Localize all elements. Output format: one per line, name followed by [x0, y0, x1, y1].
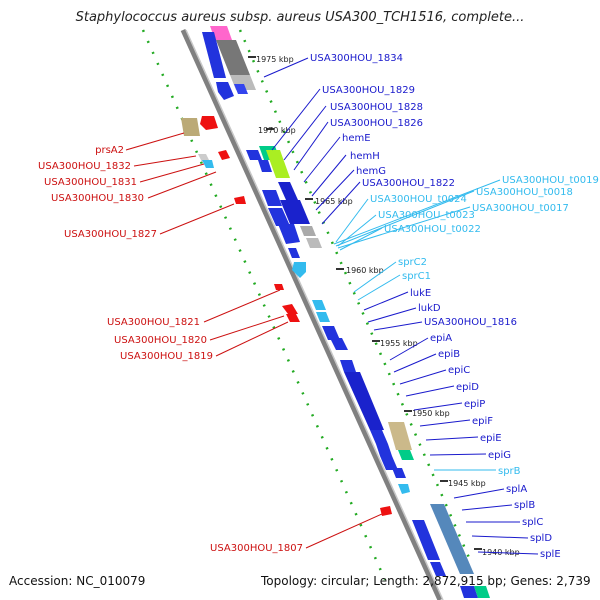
gene-label-usa300hou-1832[interactable]: USA300HOU_1832: [38, 161, 131, 172]
gc-skew-track-left: [141, 29, 387, 581]
label-leaders-right: [263, 57, 539, 555]
gene-label-heme[interactable]: hemE: [342, 133, 371, 144]
gene-label-epie[interactable]: epiE: [480, 433, 502, 444]
map-title: Staphylococcus aureus subsp. aureus USA3…: [75, 10, 525, 25]
gene-label-usa300hou-1830[interactable]: USA300HOU_1830: [51, 193, 144, 204]
gene-label-sprb[interactable]: sprB: [498, 466, 521, 477]
label-leaders-left: [125, 132, 383, 549]
gene-label-epid[interactable]: epiD: [456, 382, 479, 393]
gene-label-epia[interactable]: epiA: [430, 333, 452, 344]
gene-label-usa300hou-1820[interactable]: USA300HOU_1820: [114, 335, 207, 346]
gene-label-usa300hou-1828[interactable]: USA300HOU_1828: [330, 102, 423, 113]
kbp-tick-1960: 1960 kbp: [346, 266, 384, 275]
gene-label-usa300hou-t0023[interactable]: USA300HOU_t0023: [378, 210, 475, 221]
gene-label-prsa2[interactable]: prsA2: [95, 145, 124, 156]
gene-labels-right: USA300HOU_1834 USA300HOU_1829 USA300HOU_…: [310, 53, 599, 560]
gene-labels-left: prsA2 USA300HOU_1832 USA300HOU_1831 USA3…: [38, 145, 303, 554]
gene-label-epig[interactable]: epiG: [488, 450, 511, 461]
genome-backbone: [180, 28, 444, 600]
gene-label-usa300hou-1827[interactable]: USA300HOU_1827: [64, 229, 157, 240]
gene-label-epip[interactable]: epiP: [464, 399, 485, 410]
gene-label-spld[interactable]: splD: [530, 533, 552, 544]
gene-label-hemg[interactable]: hemG: [356, 166, 386, 177]
kbp-tick-1970: 1970 kbp: [258, 126, 296, 135]
feature-block-top[interactable]: [202, 26, 256, 100]
feature-block-reverse[interactable]: [181, 116, 392, 516]
gene-label-hemh[interactable]: hemH: [350, 151, 380, 162]
gene-label-usa300hou-1829[interactable]: USA300HOU_1829: [322, 85, 415, 96]
feature-block-hem[interactable]: [246, 146, 322, 278]
gene-label-usa300hou-1822[interactable]: USA300HOU_1822: [362, 178, 455, 189]
gene-label-usa300hou-1831[interactable]: USA300HOU_1831: [44, 177, 137, 188]
kbp-tick-1955: 1955 kbp: [380, 339, 418, 348]
kbp-tick-1975: 1975 kbp: [256, 55, 294, 64]
gene-label-splc[interactable]: splC: [522, 517, 543, 528]
gene-label-usa300hou-1821[interactable]: USA300HOU_1821: [107, 317, 200, 328]
gene-label-usa300hou-1819[interactable]: USA300HOU_1819: [120, 351, 213, 362]
gene-label-usa300hou-1807[interactable]: USA300HOU_1807: [210, 543, 303, 554]
gene-label-epib[interactable]: epiB: [438, 349, 460, 360]
gene-label-epic[interactable]: epiC: [448, 365, 470, 376]
gene-label-sprc1[interactable]: sprC1: [402, 271, 431, 282]
gene-label-usa300hou-1834[interactable]: USA300HOU_1834: [310, 53, 403, 64]
gene-label-splb[interactable]: splB: [514, 500, 535, 511]
gene-label-sple[interactable]: splE: [540, 549, 561, 560]
gene-label-sprc2[interactable]: sprC2: [398, 257, 427, 268]
gene-label-usa300hou-t0017[interactable]: USA300HOU_t0017: [472, 203, 569, 214]
feature-block-luk[interactable]: [312, 300, 348, 350]
feature-block-epi[interactable]: [340, 360, 414, 494]
gene-label-spla[interactable]: splA: [506, 484, 527, 495]
gene-label-usa300hou-t0019[interactable]: USA300HOU_t0019: [502, 175, 599, 186]
gene-label-usa300hou-1826[interactable]: USA300HOU_1826: [330, 118, 423, 129]
gene-label-usa300hou-t0022[interactable]: USA300HOU_t0022: [384, 224, 481, 235]
gene-label-epif[interactable]: epiF: [472, 416, 493, 427]
genome-summary-text: Topology: circular; Length: 2,872,915 bp…: [261, 574, 591, 588]
accession-text: Accession: NC_010079: [9, 574, 146, 588]
gene-label-usa300hou-t0024[interactable]: USA300HOU_t0024: [370, 194, 467, 205]
feature-block-spl[interactable]: [412, 504, 490, 598]
gene-label-lukd[interactable]: lukD: [418, 303, 441, 314]
kbp-tick-1965: 1965 kbp: [315, 197, 353, 206]
kbp-tick-1950: 1950 kbp: [412, 409, 450, 418]
gene-label-usa300hou-1816[interactable]: USA300HOU_1816: [424, 317, 517, 328]
gene-label-luke[interactable]: lukE: [410, 288, 431, 299]
kbp-tick-1945: 1945 kbp: [448, 479, 486, 488]
gene-label-usa300hou-t0018[interactable]: USA300HOU_t0018: [476, 187, 573, 198]
